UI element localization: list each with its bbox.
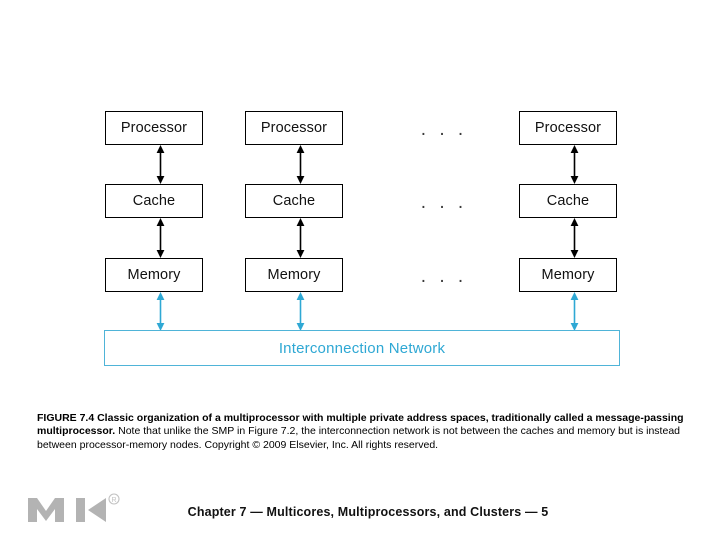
ellipsis-processor-row: . . .: [420, 119, 468, 140]
figure-caption-bold: FIGURE 7.4 Classic organization of a mul…: [37, 412, 684, 438]
processor-cache-arrow: [156, 145, 165, 184]
ellipsis-cache-row: . . .: [420, 192, 468, 213]
processor-box: Processor: [245, 111, 343, 145]
processor-cache-arrow: [296, 145, 305, 184]
figure-diagram: Processor Cache Memory Processor Cache: [104, 111, 620, 366]
memory-network-arrow: [156, 292, 165, 331]
ellipsis-memory-row: . . .: [420, 266, 468, 287]
memory-network-arrow: [570, 292, 579, 331]
memory-box: Memory: [245, 258, 343, 292]
morgan-kaufmann-logo-icon: R: [28, 493, 120, 522]
cache-box: Cache: [105, 184, 203, 218]
processor-box: Processor: [105, 111, 203, 145]
cache-memory-arrow: [570, 218, 579, 258]
figure-caption-rest: Note that unlike the SMP in Figure 7.2, …: [37, 425, 680, 451]
cache-box: Cache: [519, 184, 617, 218]
figure-caption: FIGURE 7.4 Classic organization of a mul…: [37, 412, 685, 452]
svg-text:R: R: [111, 497, 116, 504]
memory-box: Memory: [519, 258, 617, 292]
cache-memory-arrow: [156, 218, 165, 258]
interconnection-network-box: Interconnection Network: [104, 330, 620, 366]
cache-box: Cache: [245, 184, 343, 218]
slide-footer-text: Chapter 7 — Multicores, Multiprocessors,…: [187, 505, 549, 519]
processor-cache-arrow: [570, 145, 579, 184]
cache-memory-arrow: [296, 218, 305, 258]
processor-box: Processor: [519, 111, 617, 145]
memory-box: Memory: [105, 258, 203, 292]
memory-network-arrow: [296, 292, 305, 331]
